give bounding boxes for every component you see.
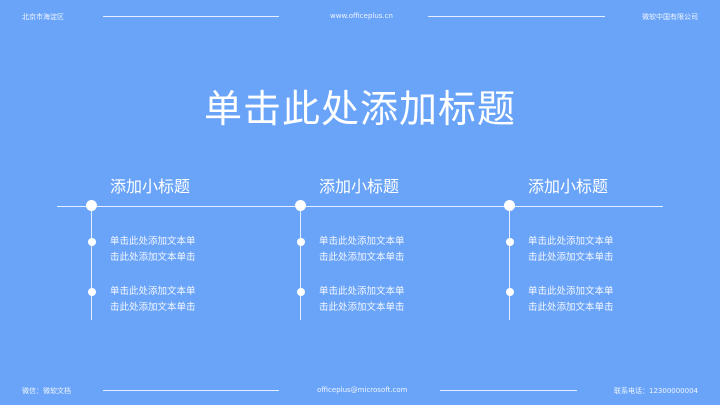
timeline-node	[86, 200, 97, 211]
text-line: 击此处添加文本单击	[528, 302, 614, 313]
text-block[interactable]: 单击此处添加文本单击此处添加文本单击	[528, 284, 614, 316]
header-company: 微软中国有限公司	[642, 13, 698, 21]
header-address: 北京市海淀区	[22, 13, 64, 21]
page-title[interactable]: 单击此处添加标题	[203, 87, 516, 131]
column-subtitle[interactable]: 添加小标题	[528, 177, 609, 196]
text-block[interactable]: 单击此处添加文本单击此处添加文本单击	[110, 234, 196, 266]
timeline-line	[57, 206, 663, 207]
column-connector	[509, 206, 510, 320]
timeline-node	[504, 200, 515, 211]
footer-divider-right	[440, 390, 577, 391]
column-subtitle[interactable]: 添加小标题	[110, 177, 191, 196]
column-connector	[300, 206, 301, 320]
bullet-dot	[296, 288, 305, 296]
column-connector	[91, 206, 92, 320]
footer-wechat: 微信：微软文档	[22, 387, 71, 395]
text-line: 击此处添加文本单击	[319, 252, 405, 263]
bullet-dot	[505, 238, 514, 246]
timeline-node	[295, 200, 306, 211]
footer-divider-left	[103, 390, 279, 391]
footer-email[interactable]: officeplus@microsoft.com	[317, 386, 408, 394]
bullet-dot	[296, 238, 305, 246]
bullet-dot	[87, 238, 96, 246]
text-block[interactable]: 单击此处添加文本单击此处添加文本单击	[319, 234, 405, 266]
text-line: 单击此处添加文本单	[319, 286, 405, 297]
text-line: 击此处添加文本单击	[528, 252, 614, 263]
text-line: 击此处添加文本单击	[110, 302, 196, 313]
bullet-dot	[505, 288, 514, 296]
text-line: 击此处添加文本单击	[319, 302, 405, 313]
header-divider-left	[103, 16, 279, 17]
text-block[interactable]: 单击此处添加文本单击此处添加文本单击	[319, 284, 405, 316]
text-line: 单击此处添加文本单	[110, 236, 196, 247]
bullet-dot	[87, 288, 96, 296]
text-line: 单击此处添加文本单	[528, 236, 614, 247]
text-line: 单击此处添加文本单	[528, 286, 614, 297]
text-line: 击此处添加文本单击	[110, 252, 196, 263]
header-divider-right	[428, 16, 605, 17]
column-subtitle[interactable]: 添加小标题	[319, 177, 400, 196]
text-block[interactable]: 单击此处添加文本单击此处添加文本单击	[528, 234, 614, 266]
text-block[interactable]: 单击此处添加文本单击此处添加文本单击	[110, 284, 196, 316]
header-website[interactable]: www.officeplus.cn	[330, 12, 393, 20]
footer-phone: 联系电话：12300000004	[614, 387, 698, 395]
text-line: 单击此处添加文本单	[319, 236, 405, 247]
text-line: 单击此处添加文本单	[110, 286, 196, 297]
